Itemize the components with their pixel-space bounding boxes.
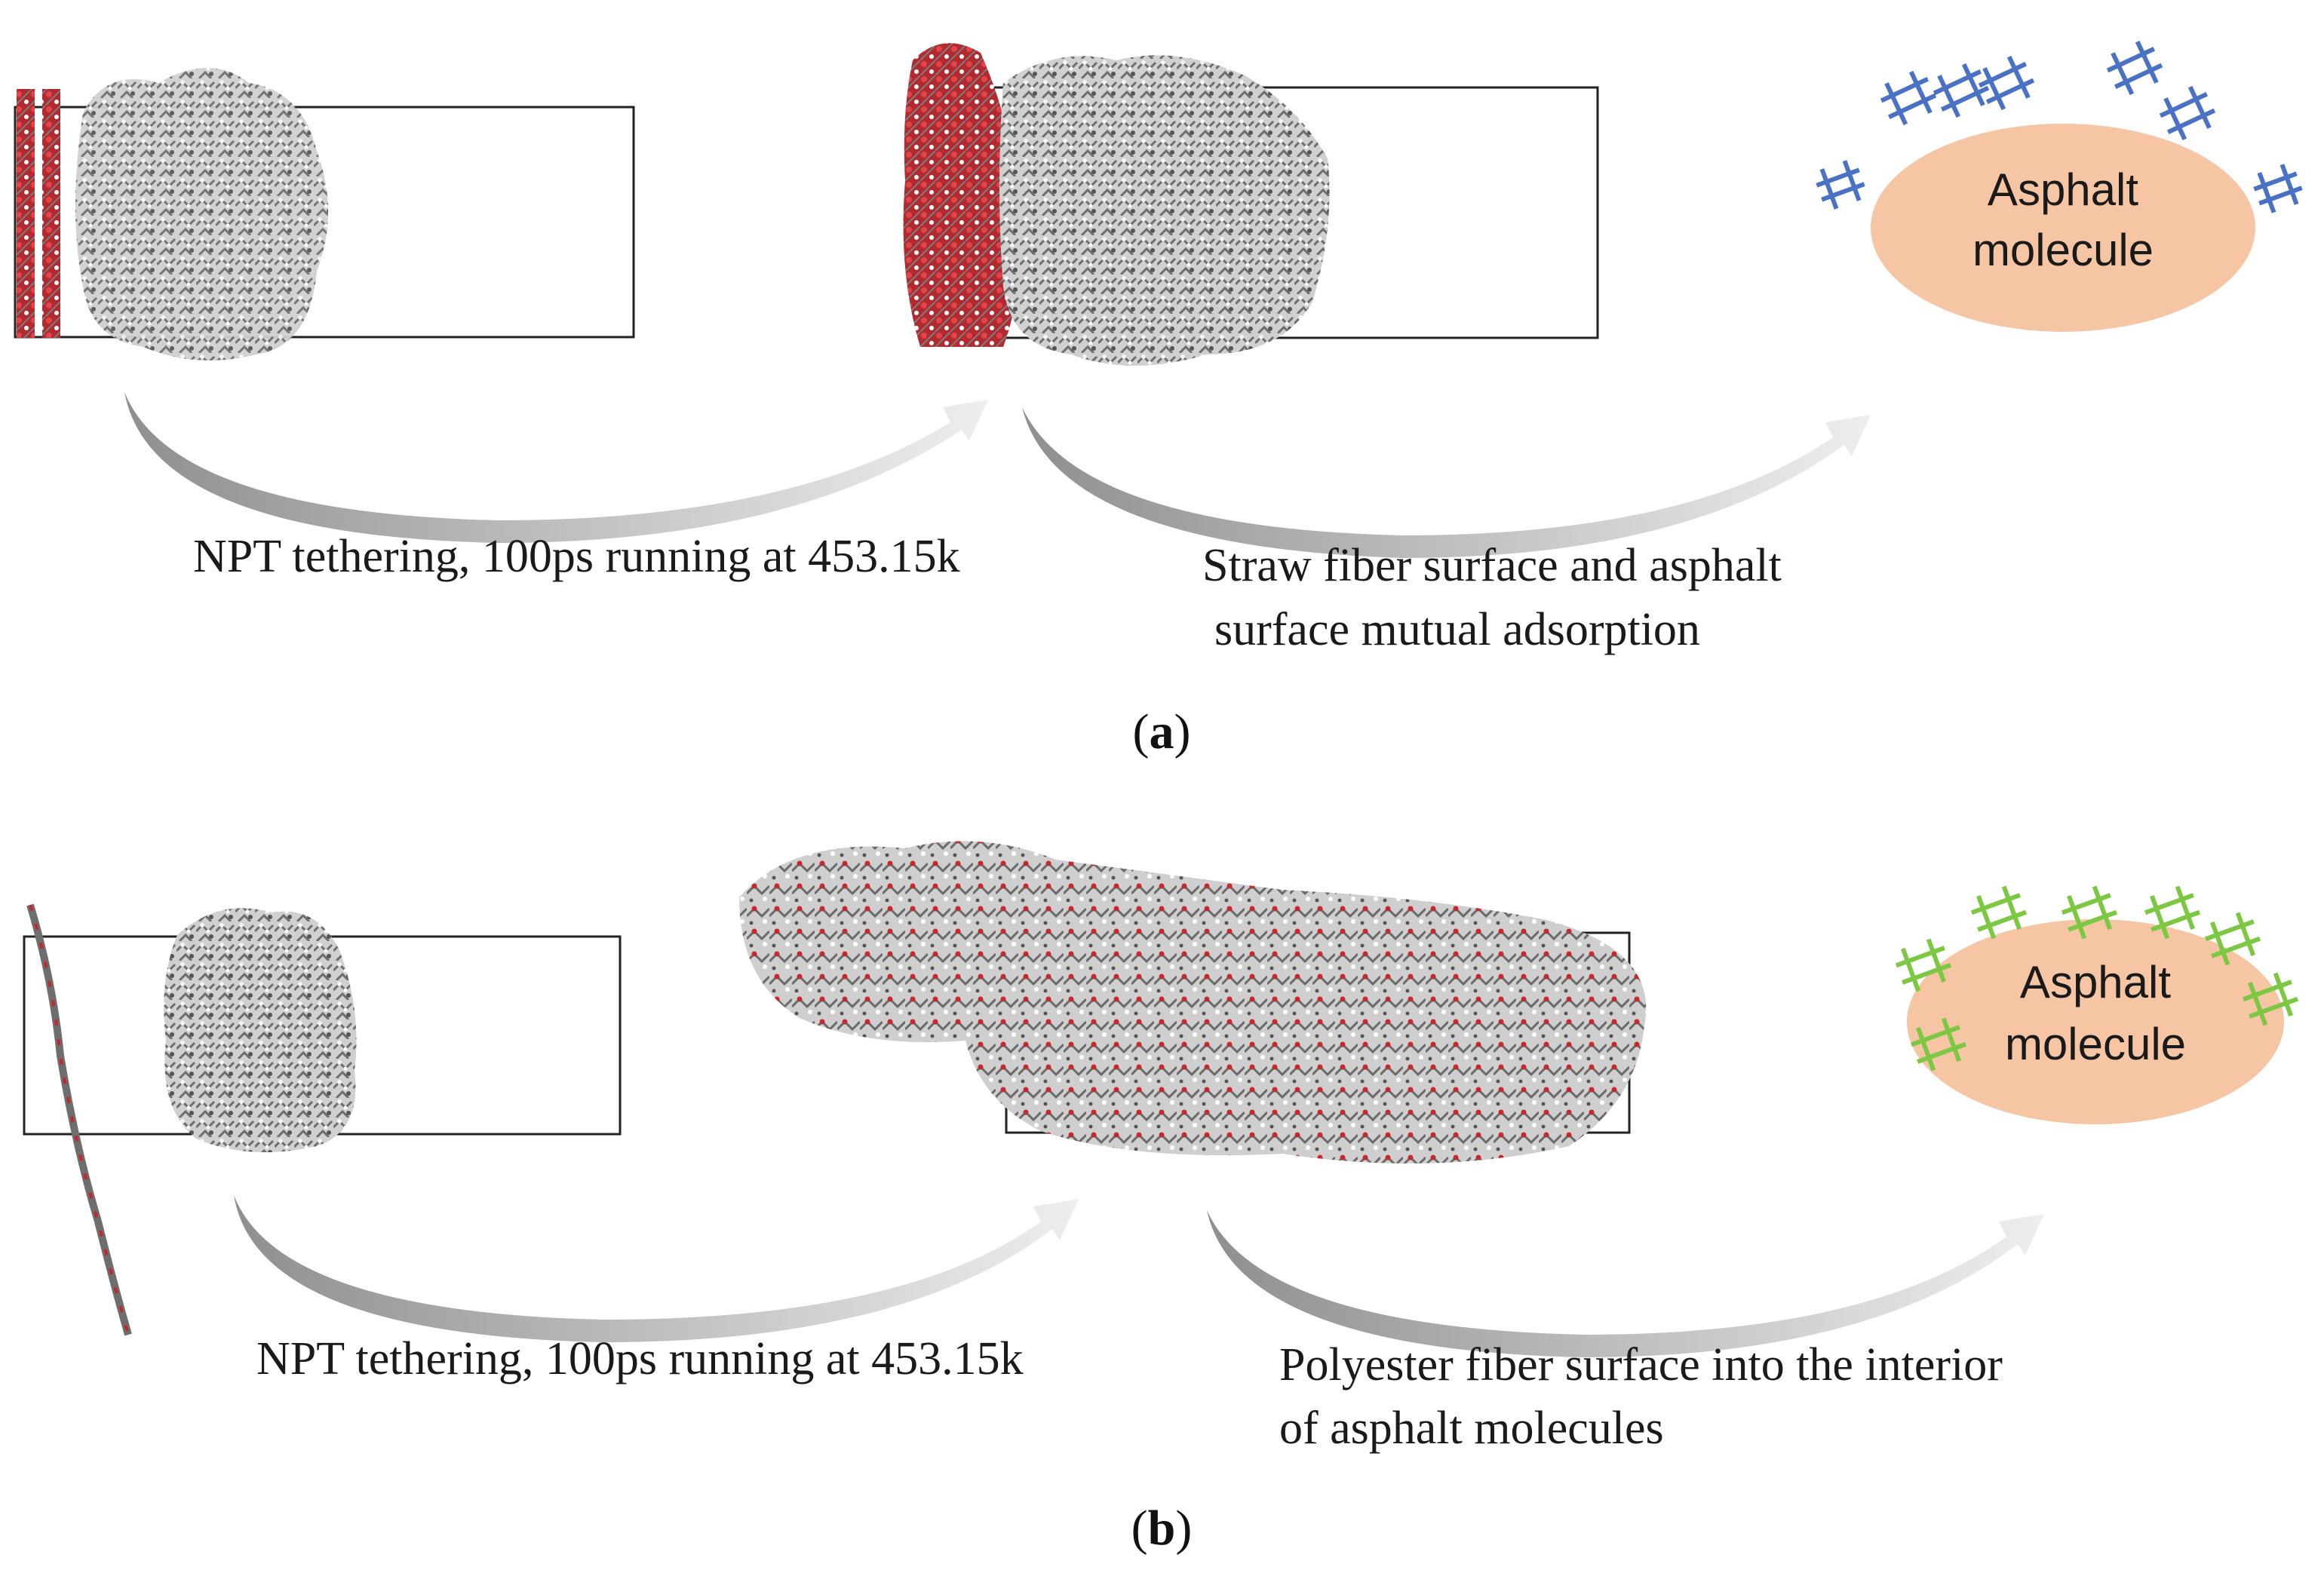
panel-a-bubble-line1: Asphalt [1988,164,2138,215]
asphalt-molecule-cluster [75,68,328,360]
polyester-fiber-chain [26,903,132,1336]
panel-a: NPT tethering, 100ps running at 453.15k … [14,40,2303,759]
panel-b-caption-left: NPT tethering, 100ps running at 453.15k [256,1333,1024,1384]
straw-fiber-layer [17,89,60,338]
panel-a-arrow-1 [124,392,988,543]
asphalt-molecule-bubble [1871,124,2255,332]
panel-b-bubble-line1: Asphalt [2020,957,2171,1007]
polyester-asphalt-mixed-cluster [739,841,1647,1164]
panel-a-schematic: Asphalt molecule [1816,40,2303,332]
polyester-fiber-hash-markers [1895,885,2299,1072]
panel-a-caption-right-line1: Straw fiber surface and asphalt [1202,540,1782,591]
panel-b-bubble-line2: molecule [2005,1019,2186,1069]
asphalt-molecule-bubble [1907,919,2284,1124]
panel-b-arrow-1 [234,1195,1079,1342]
straw-fiber-hash-markers [1816,40,2303,213]
panel-b-schematic: Asphalt molecule [1895,885,2299,1124]
panel-b-arrow-2 [1207,1210,2044,1357]
panel-a-bubble-line2: molecule [1972,225,2154,275]
panel-b-stage-1-simulation-box [23,903,622,1336]
panel-a-caption-left: NPT tethering, 100ps running at 453.15k [193,531,960,582]
panel-a-label: (a) [1133,704,1191,759]
panel-a-stage-1-simulation-box [14,68,635,360]
asphalt-molecule-cluster [164,908,357,1152]
panel-b-stage-2-simulation-box [739,841,1647,1164]
panel-b-caption-right-line2: of asphalt molecules [1279,1403,1664,1454]
panel-a-caption-right-line2: surface mutual adsorption [1214,604,1700,655]
panel-b-caption-right-line1: Polyester fiber surface into the interio… [1279,1339,2003,1391]
panel-b-label: (b) [1131,1501,1193,1556]
panel-b: NPT tethering, 100ps running at 453.15k … [23,841,2299,1556]
panel-a-stage-2-simulation-box [903,43,1599,366]
asphalt-molecule-adsorbed-cluster [999,55,1330,366]
panel-a-arrow-2 [1022,407,1871,558]
straw-fiber-adsorbed-layer [903,43,1021,348]
